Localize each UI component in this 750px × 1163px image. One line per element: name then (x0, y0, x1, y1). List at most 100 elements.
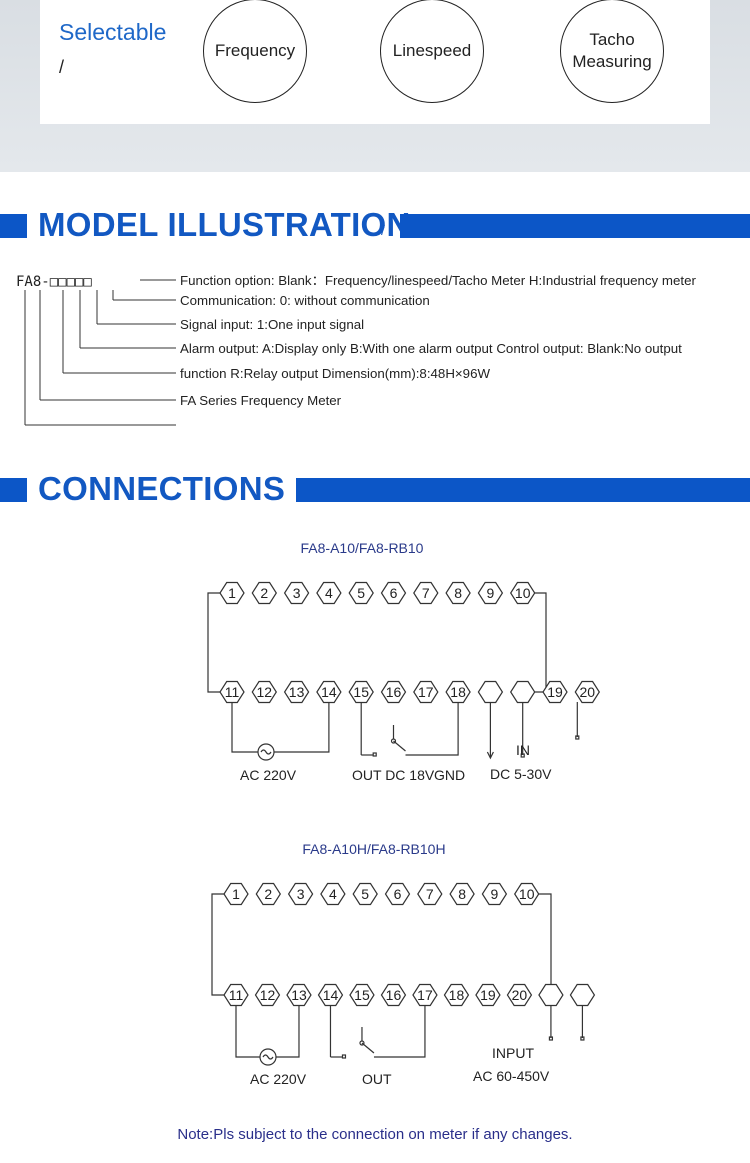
svg-text:19: 19 (480, 987, 496, 1003)
svg-text:16: 16 (386, 684, 402, 700)
svg-text:17: 17 (417, 987, 433, 1003)
d2-bottom-terminal (538, 983, 564, 1007)
svg-text:6: 6 (394, 886, 402, 902)
svg-text:12: 12 (257, 684, 273, 700)
d1-bottom-terminal: 18 (445, 680, 471, 704)
d1-bottom-terminal: 17 (413, 680, 439, 704)
d2-bottom-terminal: 20 (506, 983, 533, 1007)
d2-bottom-terminal: 11 (223, 983, 249, 1007)
option-linespeed: Linespeed (380, 0, 484, 103)
connections-header-bar-left (0, 478, 27, 502)
connections-section-title: CONNECTIONS (38, 470, 286, 507)
d1-top-terminal: 5 (348, 581, 374, 605)
svg-text:7: 7 (422, 585, 430, 601)
d2-top-terminal: 2 (255, 882, 282, 906)
d2-bottom-terminal: 17 (412, 983, 438, 1007)
d1-bottom-terminal (509, 680, 536, 704)
d2-top-terminal: 5 (352, 882, 378, 906)
diagram2-input-label: INPUT (492, 1045, 534, 1061)
svg-text:20: 20 (512, 987, 528, 1003)
svg-text:4: 4 (325, 585, 333, 601)
svg-text:19: 19 (547, 684, 563, 700)
svg-text:14: 14 (321, 684, 337, 700)
svg-text:18: 18 (450, 684, 466, 700)
d2-top-terminal: 9 (481, 882, 508, 906)
svg-text:10: 10 (519, 886, 535, 902)
d1-top-terminal: 4 (316, 581, 342, 605)
diagram1-ac-label: AC 220V (240, 767, 297, 783)
d1-top-terminal: 2 (251, 581, 278, 605)
svg-text:8: 8 (454, 585, 462, 601)
svg-text:4: 4 (329, 886, 337, 902)
svg-text:13: 13 (289, 684, 305, 700)
d1-top-terminal: 1 (219, 581, 245, 605)
option-tacho-measuring: Tacho Measuring (560, 0, 664, 103)
model-line-communication: Communication: 0: without communication (180, 293, 430, 308)
svg-text:12: 12 (260, 987, 276, 1003)
d2-top-terminal: 1 (223, 882, 249, 906)
model-section-title: MODEL ILLUSTRATION (38, 206, 411, 243)
model-code-diagram: FA8-□□□□□ Function option: Blank：Frequen… (16, 273, 696, 426)
model-line-function-option: Function option: Blank：Frequency/linespe… (180, 273, 696, 288)
svg-text:14: 14 (323, 987, 339, 1003)
svg-text:8: 8 (458, 886, 466, 902)
selectable-slash: / (59, 57, 65, 77)
d2-bottom-terminal: 13 (286, 983, 312, 1007)
d1-bottom-terminal: 20 (574, 680, 601, 704)
diagram2-out-label: OUT (362, 1071, 392, 1087)
model-line-series: FA Series Frequency Meter (180, 393, 342, 408)
svg-text:6: 6 (390, 585, 398, 601)
connections-header-bar-right (296, 478, 750, 502)
d2-bottom-terminal: 15 (349, 983, 375, 1007)
d2-bottom-terminal: 14 (317, 983, 344, 1007)
svg-text:2: 2 (264, 886, 272, 902)
connection-note: Note:Pls subject to the connection on me… (177, 1126, 573, 1143)
svg-text:11: 11 (225, 684, 240, 700)
selectable-label: Selectable (59, 19, 167, 45)
model-section-slash: / (381, 222, 385, 238)
diagram2-ac-input-label: AC 60-450V (473, 1068, 550, 1084)
d2-top-terminal: 4 (320, 882, 346, 906)
d1-top-terminal: 6 (380, 581, 407, 605)
connections-section-slash: / (278, 486, 282, 502)
model-line-alarm-output: Alarm output: A:Display only B:With one … (180, 341, 682, 356)
option-frequency: Frequency (203, 0, 307, 103)
d1-top-terminal: 9 (477, 581, 504, 605)
svg-text:3: 3 (293, 585, 301, 601)
model-line-signal-input: Signal input: 1:One input signal (180, 317, 364, 332)
d1-top-terminal: 8 (445, 581, 471, 605)
svg-text:15: 15 (353, 684, 369, 700)
svg-text:2: 2 (260, 585, 268, 601)
option-tacho-label: Tacho Measuring (572, 30, 652, 71)
d1-bottom-terminal: 15 (348, 680, 374, 704)
d1-bottom-terminal: 13 (283, 680, 310, 704)
d1-bottom-terminal (477, 680, 504, 704)
d2-bottom-terminal: 16 (380, 983, 407, 1007)
diagram1-in-label: IN (516, 742, 530, 758)
d2-bottom-terminal (569, 983, 596, 1007)
svg-text:13: 13 (291, 987, 307, 1003)
diagram1-dc-label: DC 5-30V (490, 766, 552, 782)
d1-bottom-terminal: 11 (219, 680, 245, 704)
d1-top-terminal: 3 (283, 581, 310, 605)
diagram2-ac-label: AC 220V (250, 1071, 307, 1087)
d2-top-terminal: 3 (287, 882, 314, 906)
diagram2-title: FA8-A10H/FA8-RB10H (302, 841, 445, 857)
d2-bottom-terminal: 12 (254, 983, 281, 1007)
d1-bottom-terminal: 12 (251, 680, 278, 704)
d2-bottom-terminal: 19 (475, 983, 501, 1007)
svg-text:9: 9 (487, 585, 495, 601)
svg-text:17: 17 (418, 684, 434, 700)
option-frequency-label: Frequency (214, 41, 296, 60)
d1-top-terminal: 7 (413, 581, 439, 605)
model-header-bar-left (0, 214, 27, 238)
svg-text:3: 3 (297, 886, 305, 902)
svg-text:7: 7 (426, 886, 434, 902)
svg-text:18: 18 (449, 987, 465, 1003)
d2-top-terminal: 7 (417, 882, 443, 906)
d1-bottom-terminal: 16 (380, 680, 407, 704)
diagram1-title: FA8-A10/FA8-RB10 (301, 540, 424, 556)
diagram1-gnd-label: GND (434, 767, 465, 783)
